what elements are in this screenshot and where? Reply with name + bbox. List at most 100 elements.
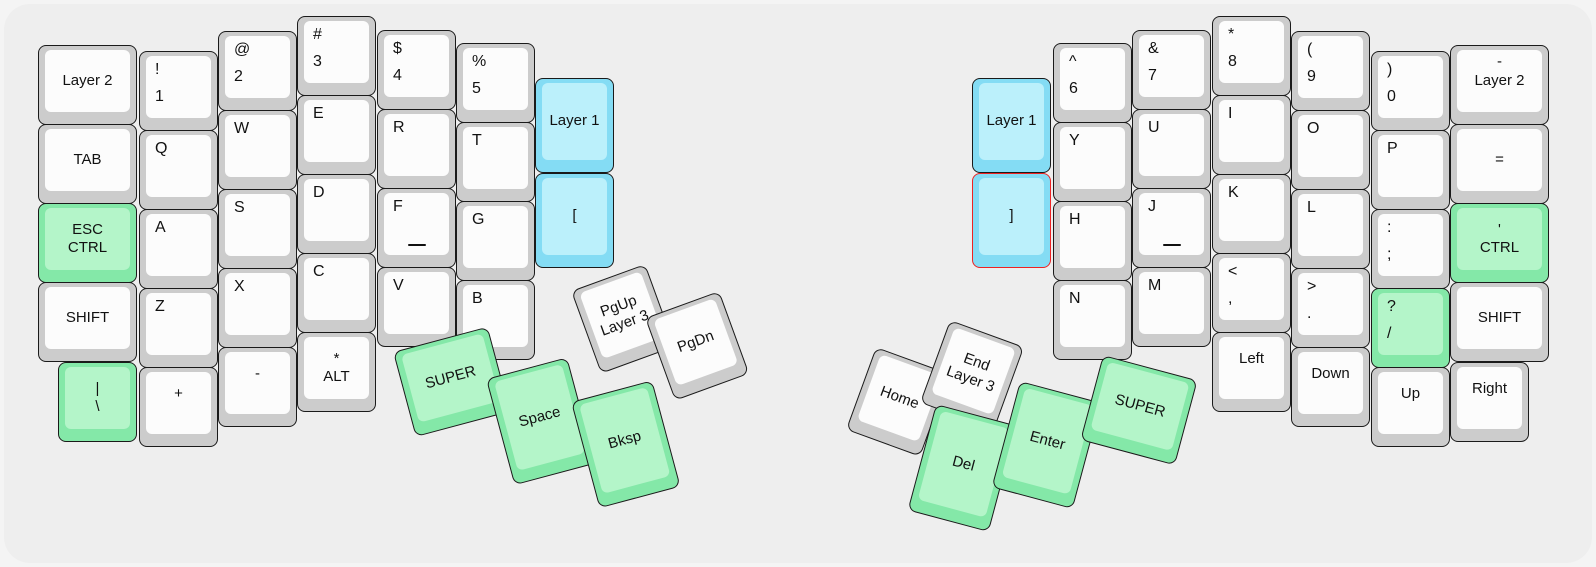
key-l-t[interactable]: T [456,122,535,202]
key-r-9[interactable]: (9 [1291,31,1370,111]
key-r-left[interactable]: Left [1212,332,1291,412]
key-cap-top [1457,50,1542,112]
key-cap-top [384,35,449,97]
key-r-6[interactable]: ^6 [1053,43,1132,123]
key-r-y[interactable]: Y [1053,122,1132,202]
key-r-0[interactable]: )0 [1371,51,1450,131]
key-l-x[interactable]: X [218,268,297,348]
key-r-semicolon[interactable]: :; [1371,209,1450,289]
key-l-1[interactable]: !1 [139,51,218,131]
key-cap-top [1219,21,1284,83]
key-cap-top [1298,352,1363,414]
key-cap-top [304,21,369,83]
key-r-minus-layer2[interactable]: -Layer 2 [1450,45,1549,125]
key-r-up[interactable]: Up [1371,367,1450,447]
key-cap-top [1060,285,1125,347]
key-cap-top [1378,56,1443,118]
key-r-slash[interactable]: ?/ [1371,288,1450,368]
key-cap-top [146,56,211,118]
key-cap-top [1378,135,1443,197]
key-cap-top [304,179,369,241]
key-cap-top [1139,272,1204,334]
key-r-m[interactable]: M [1132,267,1211,347]
key-r-i[interactable]: I [1212,95,1291,175]
key-cap-top [1060,127,1125,189]
key-cap-top [225,273,290,335]
key-cap-top [146,293,211,355]
key-r-super[interactable]: SUPER [1080,355,1198,466]
key-r-comma[interactable]: <, [1212,253,1291,333]
key-cap-top [1298,115,1363,177]
key-cap-top [225,36,290,98]
key-cap-top [542,83,607,160]
key-r-right[interactable]: Right [1450,362,1529,442]
key-r-u[interactable]: U [1132,109,1211,189]
key-cap-top [384,272,449,334]
key-cap-top [979,83,1044,160]
key-l-4[interactable]: $4 [377,30,456,110]
key-cap-top [1060,48,1125,110]
key-cap-top [1139,114,1204,176]
key-l-q[interactable]: Q [139,130,218,210]
key-r-down[interactable]: Down [1291,347,1370,427]
key-cap-top [304,337,369,399]
key-r-quote-ctrl[interactable]: ' CTRL [1450,203,1549,283]
key-cap-top [1457,367,1522,429]
key-r-shift[interactable]: SHIFT [1450,282,1549,362]
key-l-minus[interactable]: - [218,347,297,427]
key-cap-top [146,135,211,197]
key-cap-top [1060,206,1125,268]
key-l-s[interactable]: S [218,189,297,269]
key-cap-top [45,208,130,270]
key-cap-top [225,115,290,177]
key-l-g[interactable]: G [456,201,535,281]
key-cap-top [304,100,369,162]
key-l-z[interactable]: Z [139,288,218,368]
key-r-h[interactable]: H [1053,201,1132,281]
key-cap-top [1378,293,1443,355]
key-l-2[interactable]: @2 [218,31,297,111]
key-r-j[interactable]: J [1132,188,1211,268]
key-cap-top [45,129,130,191]
key-cap-top [1298,36,1363,98]
key-r-8[interactable]: *8 [1212,16,1291,96]
key-cap-top [1139,35,1204,97]
key-r-o[interactable]: O [1291,110,1370,190]
key-l-lbracket[interactable]: [ [535,173,614,268]
key-r-k[interactable]: K [1212,174,1291,254]
key-cap-top [225,194,290,256]
key-r-rbracket[interactable]: ] [972,173,1051,268]
key-l-e[interactable]: E [297,95,376,175]
key-l-c[interactable]: C [297,253,376,333]
key-r-equal[interactable]: = [1450,124,1549,204]
key-cap-top [1298,273,1363,335]
key-l-grave-layer2[interactable]: Layer 2 [38,45,137,125]
key-l-f[interactable]: F [377,188,456,268]
key-cap-top [384,114,449,176]
key-r-7[interactable]: &7 [1132,30,1211,110]
key-cap-top [463,206,528,268]
key-cap-top [979,178,1044,255]
key-r-period[interactable]: >. [1291,268,1370,348]
key-r-layer1[interactable]: Layer 1 [972,78,1051,173]
key-r-p[interactable]: P [1371,130,1450,210]
key-cap-top [146,214,211,276]
key-cap-top [45,50,130,112]
key-cap-top [1457,208,1542,270]
key-cap-top [304,258,369,320]
key-l-a[interactable]: A [139,209,218,289]
key-l-r[interactable]: R [377,109,456,189]
key-cap-top [1219,100,1284,162]
key-cap-top [1139,193,1204,255]
key-cap-top [1219,179,1284,241]
key-cap-top [463,127,528,189]
key-cap-top [45,287,130,349]
key-r-n[interactable]: N [1053,280,1132,360]
key-r-enter[interactable]: Enter [991,381,1102,509]
key-r-l[interactable]: L [1291,189,1370,269]
key-l-v[interactable]: V [377,267,456,347]
key-cap-top [542,178,607,255]
key-cap-top [1298,194,1363,256]
